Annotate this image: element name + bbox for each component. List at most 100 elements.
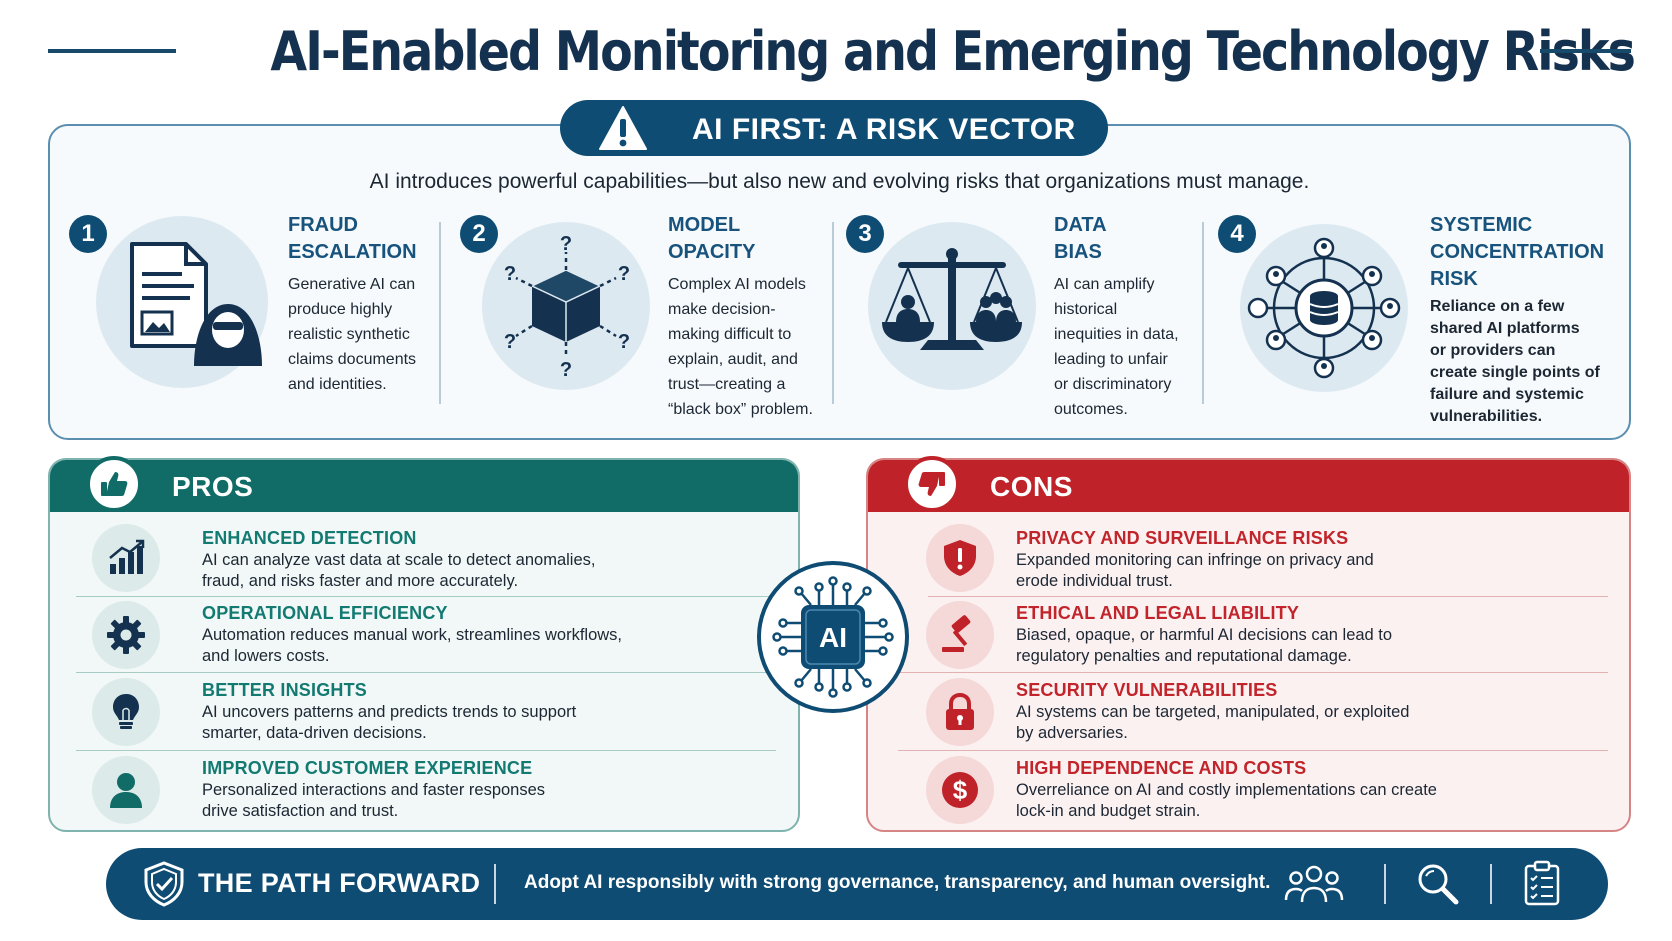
pros-row-description: Automation reduces manual work, streamli…	[202, 626, 623, 665]
risk-description: Reliance on a few shared AI platforms or…	[1430, 298, 1600, 425]
pros-row-title: BETTER INSIGHTS	[202, 680, 368, 700]
risk-title: MODEL OPACITY	[668, 214, 756, 263]
cons-row: $ HIGH DEPENDENCE AND COSTS Overreliance…	[926, 752, 1606, 824]
cons-row-title: ETHICAL AND LEGAL LIABILITY	[1016, 603, 1300, 623]
pros-row-title: OPERATIONAL EFFICIENCY	[202, 603, 448, 623]
row-divider	[898, 750, 1608, 751]
risk-icon-circle	[1240, 224, 1408, 392]
risk-divider	[1202, 222, 1204, 404]
pros-row: BETTER INSIGHTS AI uncovers patterns and…	[92, 674, 772, 746]
cons-row-description: Expanded monitoring can infringe on priv…	[1016, 551, 1374, 590]
svg-text:?: ?	[618, 263, 630, 285]
title-rule-left	[48, 49, 176, 53]
cons-header: CONS	[868, 460, 1629, 512]
cons-row: SECURITY VULNERABILITIES AI systems can …	[926, 674, 1606, 746]
warning-triangle-icon	[599, 106, 647, 150]
ai-chip-hub: AI	[757, 561, 909, 713]
svg-text:?: ?	[560, 233, 572, 255]
shield-check-icon	[144, 861, 184, 907]
thumbs-up-badge	[86, 456, 142, 512]
pros-row-title: ENHANCED DETECTION	[202, 528, 417, 548]
balance-scale-icon	[882, 248, 1022, 350]
cons-row-icon	[926, 601, 994, 669]
magnifier-icon	[1418, 864, 1459, 905]
team-icon	[1284, 865, 1344, 903]
pros-row: ENHANCED DETECTION AI can analyze vast d…	[92, 520, 772, 592]
row-divider	[898, 672, 1608, 673]
risk-title: DATA BIAS	[1054, 214, 1107, 263]
path-divider	[1490, 864, 1492, 904]
page-title: AI-Enabled Monitoring and Emerging Techn…	[270, 20, 1635, 83]
cons-row-icon	[926, 678, 994, 746]
pros-row-description: Personalized interactions and faster res…	[202, 781, 546, 820]
svg-text:?: ?	[618, 331, 630, 353]
risk-number: 4	[1218, 215, 1256, 253]
path-divider	[1384, 864, 1386, 904]
risk-description: Complex AI models make decision- making …	[668, 276, 813, 418]
risk-number: 2	[460, 215, 498, 253]
risk-title: FRAUD ESCALATION	[288, 214, 417, 263]
pros-row-title: IMPROVED CUSTOMER EXPERIENCE	[202, 758, 533, 778]
risk-description: AI can amplify historical inequities in …	[1054, 276, 1179, 418]
lightbulb-icon	[113, 694, 139, 729]
gavel-icon	[942, 615, 971, 652]
row-divider	[928, 596, 1608, 597]
risk-icon-circle	[96, 216, 268, 388]
cons-row-description: Biased, opaque, or harmful AI decisions …	[1016, 626, 1393, 665]
black-box-cube-icon: ??? ???	[504, 233, 630, 381]
risk-icon-circle	[868, 222, 1036, 390]
title-row: AI-Enabled Monitoring and Emerging Techn…	[0, 14, 1672, 86]
cons-row-icon: $	[926, 756, 994, 824]
ai-chip-label: AI	[819, 622, 847, 653]
svg-text:?: ?	[504, 331, 516, 353]
hacker-document-icon	[130, 242, 262, 366]
row-divider	[76, 750, 776, 751]
pros-panel: PROS ENHANCED DETECTION AI can analyze v…	[48, 458, 800, 832]
person-icon	[110, 773, 142, 808]
shield-alert-icon	[944, 540, 976, 576]
cons-row-description: AI systems can be targeted, manipulated,…	[1016, 703, 1410, 742]
pros-header: PROS	[50, 460, 798, 512]
svg-text:?: ?	[504, 263, 516, 285]
cons-row-icon	[926, 524, 994, 592]
ai-chip-icon	[772, 576, 894, 698]
pros-row-description: AI can analyze vast data at scale to det…	[202, 551, 596, 590]
risk-number: 3	[846, 215, 884, 253]
svg-text:$: $	[953, 775, 968, 805]
pros-row-description: AI uncovers patterns and predicts trends…	[202, 703, 577, 742]
thumbs-down-icon	[918, 472, 945, 496]
padlock-icon	[946, 692, 974, 730]
risk-icon-circle: ??? ???	[482, 222, 650, 390]
checklist-clipboard-icon	[1524, 860, 1560, 906]
row-divider	[76, 596, 796, 597]
pros-title: PROS	[172, 471, 254, 502]
path-forward-banner: THE PATH FORWARD Adopt AI responsibly wi…	[106, 848, 1608, 920]
path-forward-text: Adopt AI responsibly with strong governa…	[524, 872, 1271, 893]
row-divider	[76, 672, 796, 673]
cons-row: PRIVACY AND SURVEILLANCE RISKS Expanded …	[926, 520, 1606, 592]
cons-panel: CONS PRIVACY AND SURVEILLANCE RISKS Expa…	[866, 458, 1631, 832]
database-network-icon	[1247, 237, 1401, 379]
path-forward-title: THE PATH FORWARD	[198, 868, 481, 898]
dollar-coin-icon: $	[942, 772, 978, 808]
pros-row: IMPROVED CUSTOMER EXPERIENCE Personalize…	[92, 752, 772, 824]
thumbs-up-icon	[101, 472, 128, 496]
path-divider	[494, 864, 496, 904]
svg-text:?: ?	[560, 359, 572, 381]
cons-row-title: PRIVACY AND SURVEILLANCE RISKS	[1016, 528, 1349, 548]
risk-banner: AI FIRST: A RISK VECTOR	[560, 100, 1108, 156]
risk-item-data-bias: 3 DATA BIAS AI can amplify historical i	[846, 212, 1216, 432]
risk-intro: AI introduces powerful capabilities—but …	[369, 170, 1310, 193]
cons-row: ETHICAL AND LEGAL LIABILITY Biased, opaq…	[926, 597, 1606, 669]
risk-item-model-opacity: 2 ??? ??? MODEL OPACITY Complex AI model…	[460, 212, 830, 432]
pros-row-icon	[92, 678, 160, 746]
thumbs-down-badge	[904, 456, 960, 512]
risk-item-systemic-concentration: 4	[1218, 212, 1618, 432]
cons-title: CONS	[990, 471, 1073, 502]
cons-row-title: HIGH DEPENDENCE AND COSTS	[1016, 758, 1307, 778]
cons-row-title: SECURITY VULNERABILITIES	[1016, 680, 1278, 700]
risk-description: Generative AI can produce highly realist…	[288, 276, 417, 393]
risk-divider	[832, 222, 834, 404]
title-rule-right	[1540, 49, 1631, 53]
risk-title: SYSTEMIC CONCENTRATION RISK	[1430, 214, 1605, 290]
